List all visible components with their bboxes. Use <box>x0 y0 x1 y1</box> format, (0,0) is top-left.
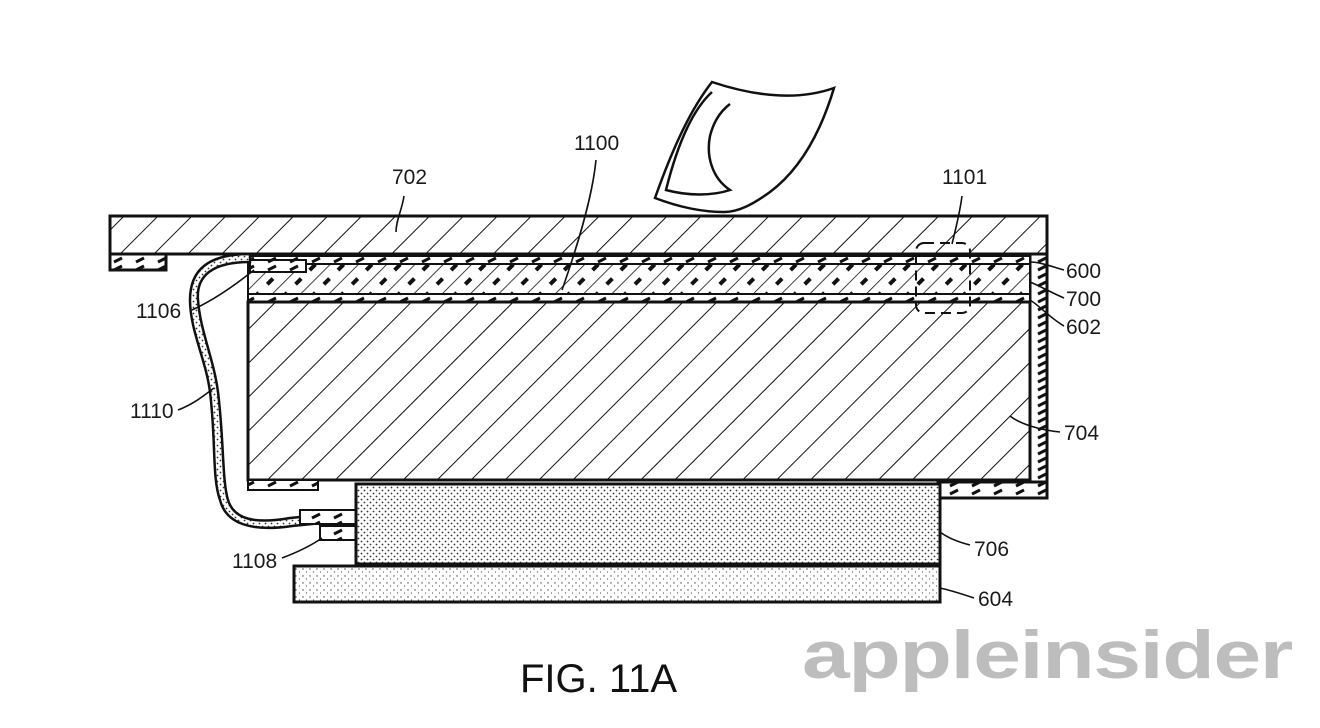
appleinsider-watermark: appleinsider <box>802 617 1293 693</box>
dielectric-layer-700 <box>247 263 1031 295</box>
connector-1108 <box>299 509 357 541</box>
connector-1106 <box>249 259 307 273</box>
label-604: 604 <box>978 588 1013 611</box>
label-704: 704 <box>1064 422 1099 445</box>
label-700: 700 <box>1066 288 1101 311</box>
label-602: 602 <box>1066 316 1101 339</box>
label-1106: 1106 <box>136 300 181 323</box>
detail-region-1101 <box>915 242 971 314</box>
electrode-layer-600 <box>247 255 1031 265</box>
layer-706 <box>354 482 942 566</box>
finger-illustration <box>653 80 836 214</box>
label-1100: 1100 <box>574 132 619 155</box>
layer-604 <box>292 564 942 604</box>
label-600: 600 <box>1066 260 1101 283</box>
label-1101: 1101 <box>942 166 987 189</box>
label-1110: 1110 <box>130 400 174 423</box>
display-layer-704 <box>246 300 1032 482</box>
leader-lines <box>177 159 1065 599</box>
display-bottom-pad <box>247 479 319 491</box>
figure-caption: FIG. 11A <box>520 657 677 701</box>
label-706: 706 <box>974 538 1009 561</box>
label-702: 702 <box>392 166 427 189</box>
label-1108: 1108 <box>232 550 277 573</box>
cover-layer-702 <box>108 214 1049 500</box>
